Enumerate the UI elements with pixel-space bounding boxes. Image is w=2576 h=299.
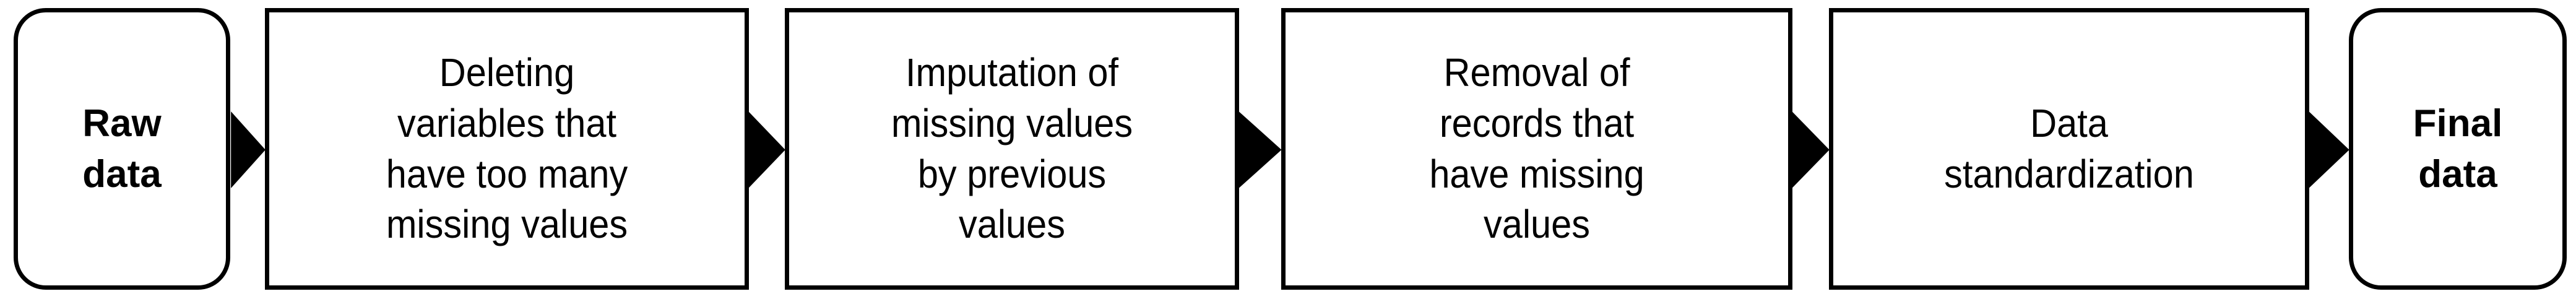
node-delete-variables[interactable]: Deleting variables that have too many mi… — [265, 8, 749, 290]
node-remove-records-label: Removal of records that have missing val… — [1429, 50, 1645, 247]
node-final-data-label: Final data — [2413, 102, 2503, 196]
node-impute-missing-values-label: Imputation of missing values by previous… — [891, 50, 1133, 247]
arrow-remove-to-standardize — [1791, 0, 1830, 299]
node-data-standardization[interactable]: Data standardization — [1829, 8, 2309, 290]
node-data-standardization-label: Data standardization — [1944, 100, 2194, 196]
arrow-raw-to-delete — [230, 0, 266, 299]
node-raw-data-label: Raw data — [82, 102, 162, 196]
arrow-delete-to-impute — [748, 0, 786, 299]
arrow-impute-to-remove — [1238, 0, 1282, 299]
node-remove-records[interactable]: Removal of records that have missing val… — [1281, 8, 1792, 290]
node-delete-variables-label: Deleting variables that have too many mi… — [386, 50, 628, 247]
node-final-data[interactable]: Final data — [2349, 8, 2567, 290]
node-impute-missing-values[interactable]: Imputation of missing values by previous… — [785, 8, 1239, 290]
arrow-standardize-to-final — [2308, 0, 2350, 299]
node-raw-data[interactable]: Raw data — [14, 8, 230, 290]
